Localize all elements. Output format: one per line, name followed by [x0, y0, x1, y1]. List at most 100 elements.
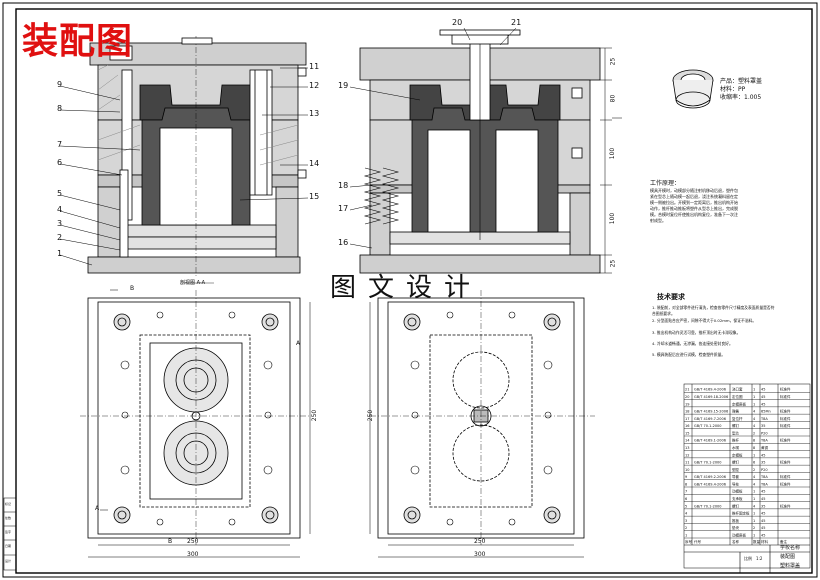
bom-cell: 45	[761, 533, 765, 537]
bom-cell: 45	[761, 497, 765, 501]
bom-cell: 螺钉	[732, 460, 740, 465]
part-num-7: 7	[57, 140, 63, 149]
bom-cell: 18	[685, 410, 689, 414]
bom-cell: 垫块	[732, 525, 740, 530]
product-sketch	[672, 69, 714, 109]
bom-cell: 动模板	[732, 489, 743, 494]
bom-cell: GB/T 4169.18-2006	[694, 395, 728, 399]
margin-label-3: 签字	[5, 530, 12, 534]
bom-cell: 标准件	[780, 423, 791, 428]
margin-label-1: 标记	[5, 502, 12, 506]
section-mark-b-top: B	[130, 285, 135, 292]
product-shrinkage: 收缩率：1.005	[720, 94, 762, 101]
tech-item-4: 4. 冷却水道畅通，无渗漏，各连接处密封良好。	[652, 341, 733, 346]
bom-cell: 4	[753, 482, 756, 486]
bom-cell: 导柱	[732, 481, 740, 486]
dim-25-top: 25	[609, 57, 617, 66]
bom-cell: 推杆固定板	[732, 511, 750, 516]
bom-cell: 1	[753, 512, 755, 516]
bom-cell: 定模板	[732, 452, 743, 457]
bom-cell: T8A	[760, 475, 768, 479]
bom-cell: 复位杆	[732, 416, 743, 421]
dim-right-vert-250: 250	[367, 409, 375, 422]
dim-left-vert-250: 250	[311, 409, 319, 422]
bom-cell: GB/T 4169.7-2006	[694, 417, 726, 421]
plan-view-left	[80, 289, 311, 558]
bom-cell: 10	[685, 468, 689, 472]
bom-cell: 45	[761, 490, 765, 494]
bom-cell: 标准件	[780, 438, 791, 443]
bom-cell: GB/T 4169.2-2006	[694, 475, 726, 479]
section-view-right	[349, 27, 612, 274]
part-num-9: 9	[57, 80, 63, 89]
bom-cell: 标准件	[780, 387, 791, 392]
bom-cell: 4	[753, 424, 756, 428]
bom-cell: 19	[685, 402, 689, 406]
bom-cell: 11	[685, 461, 689, 465]
bom-cell: 1	[685, 533, 687, 537]
section-label: 剖视图 A-A	[180, 280, 206, 286]
work-principle-text: 模具开模时，动模部分随注射机移动后退，塑件包紧在型芯上随动模一起后退，浇注系统凝…	[650, 188, 738, 223]
dim-right-300: 300	[474, 551, 486, 558]
bom-cell: 45	[761, 526, 765, 530]
part-num-8: 8	[57, 104, 63, 113]
bom-cell: 1	[753, 490, 755, 494]
bom-cell: GB/T 4169.4-2006	[694, 388, 726, 392]
bom-cell: GB/T 70.1-2000	[694, 504, 722, 508]
bom-cell: 推板	[732, 518, 740, 523]
tech-title: 技术要求	[657, 293, 685, 301]
bom-cell: 标准件	[780, 409, 791, 414]
bom-cell: 黄铜	[761, 445, 769, 450]
bom-cell: 35	[761, 461, 765, 465]
bom-cell: 2	[685, 526, 687, 530]
bom-cell: 水嘴	[732, 445, 740, 450]
bom-cell: 45	[761, 453, 765, 457]
bom-cell: 12	[685, 453, 689, 457]
bom-header-cell: 代号	[694, 539, 702, 544]
bom-cell: 定模座板	[732, 401, 746, 406]
dim-100: 100	[609, 212, 617, 225]
titleblock-name: 塑料罩盖	[780, 563, 801, 569]
bom-cell: 8	[685, 482, 687, 486]
bom-cell: 65Mn	[761, 410, 771, 414]
bom-cell: 螺钉	[732, 423, 740, 428]
bom-cell: 2	[753, 431, 755, 435]
bom-cell: T8A	[760, 439, 768, 443]
bom-header-cell: 备注	[780, 539, 788, 544]
bom-cell: 型芯	[732, 430, 740, 435]
bom-cell: T8A	[760, 417, 768, 421]
title-block	[684, 544, 810, 573]
bom-cell: 型腔	[732, 467, 740, 472]
bom-cell: 8	[753, 439, 755, 443]
bom-cell: 1	[753, 402, 755, 406]
bom-cell: 动模座板	[732, 532, 746, 537]
bom-cell: 标准件	[780, 416, 791, 421]
bom-cell: 5	[685, 504, 687, 508]
bom-cell: 21	[685, 388, 689, 392]
dim-left-250: 250	[187, 538, 199, 545]
bom-cell: 1	[753, 533, 755, 537]
bom-cell: 标准件	[780, 481, 791, 486]
bom-cell: 标准件	[780, 503, 791, 508]
tech-item-3: 3. 推出机构动作灵活可靠，推杆顶出时无卡滞现象。	[652, 330, 741, 335]
part-num-11: 11	[309, 62, 320, 71]
section-mark-a-bottom: A	[95, 505, 100, 512]
work-principle-title: 工作原理：	[650, 180, 681, 187]
bom-table	[683, 383, 811, 569]
bom-cell: 45	[761, 519, 765, 523]
part-num-5: 5	[57, 189, 63, 198]
bom-header-cell: 序号	[685, 539, 693, 544]
bom-cell: 4	[753, 410, 756, 414]
product-name: 产品：塑料罩盖	[720, 78, 763, 85]
bom-cell: T8A	[760, 482, 768, 486]
bom-cell: 螺钉	[732, 503, 740, 508]
bom-cell: 4	[685, 512, 688, 516]
bom-cell: 标准件	[780, 460, 791, 465]
bom-cell: 20	[685, 395, 689, 399]
bom-cell: GB/T 70.1-2000	[694, 461, 722, 465]
bom-cell: 4	[753, 417, 756, 421]
bom-cell: 1	[753, 388, 755, 392]
bom-cell: 15	[685, 431, 689, 435]
